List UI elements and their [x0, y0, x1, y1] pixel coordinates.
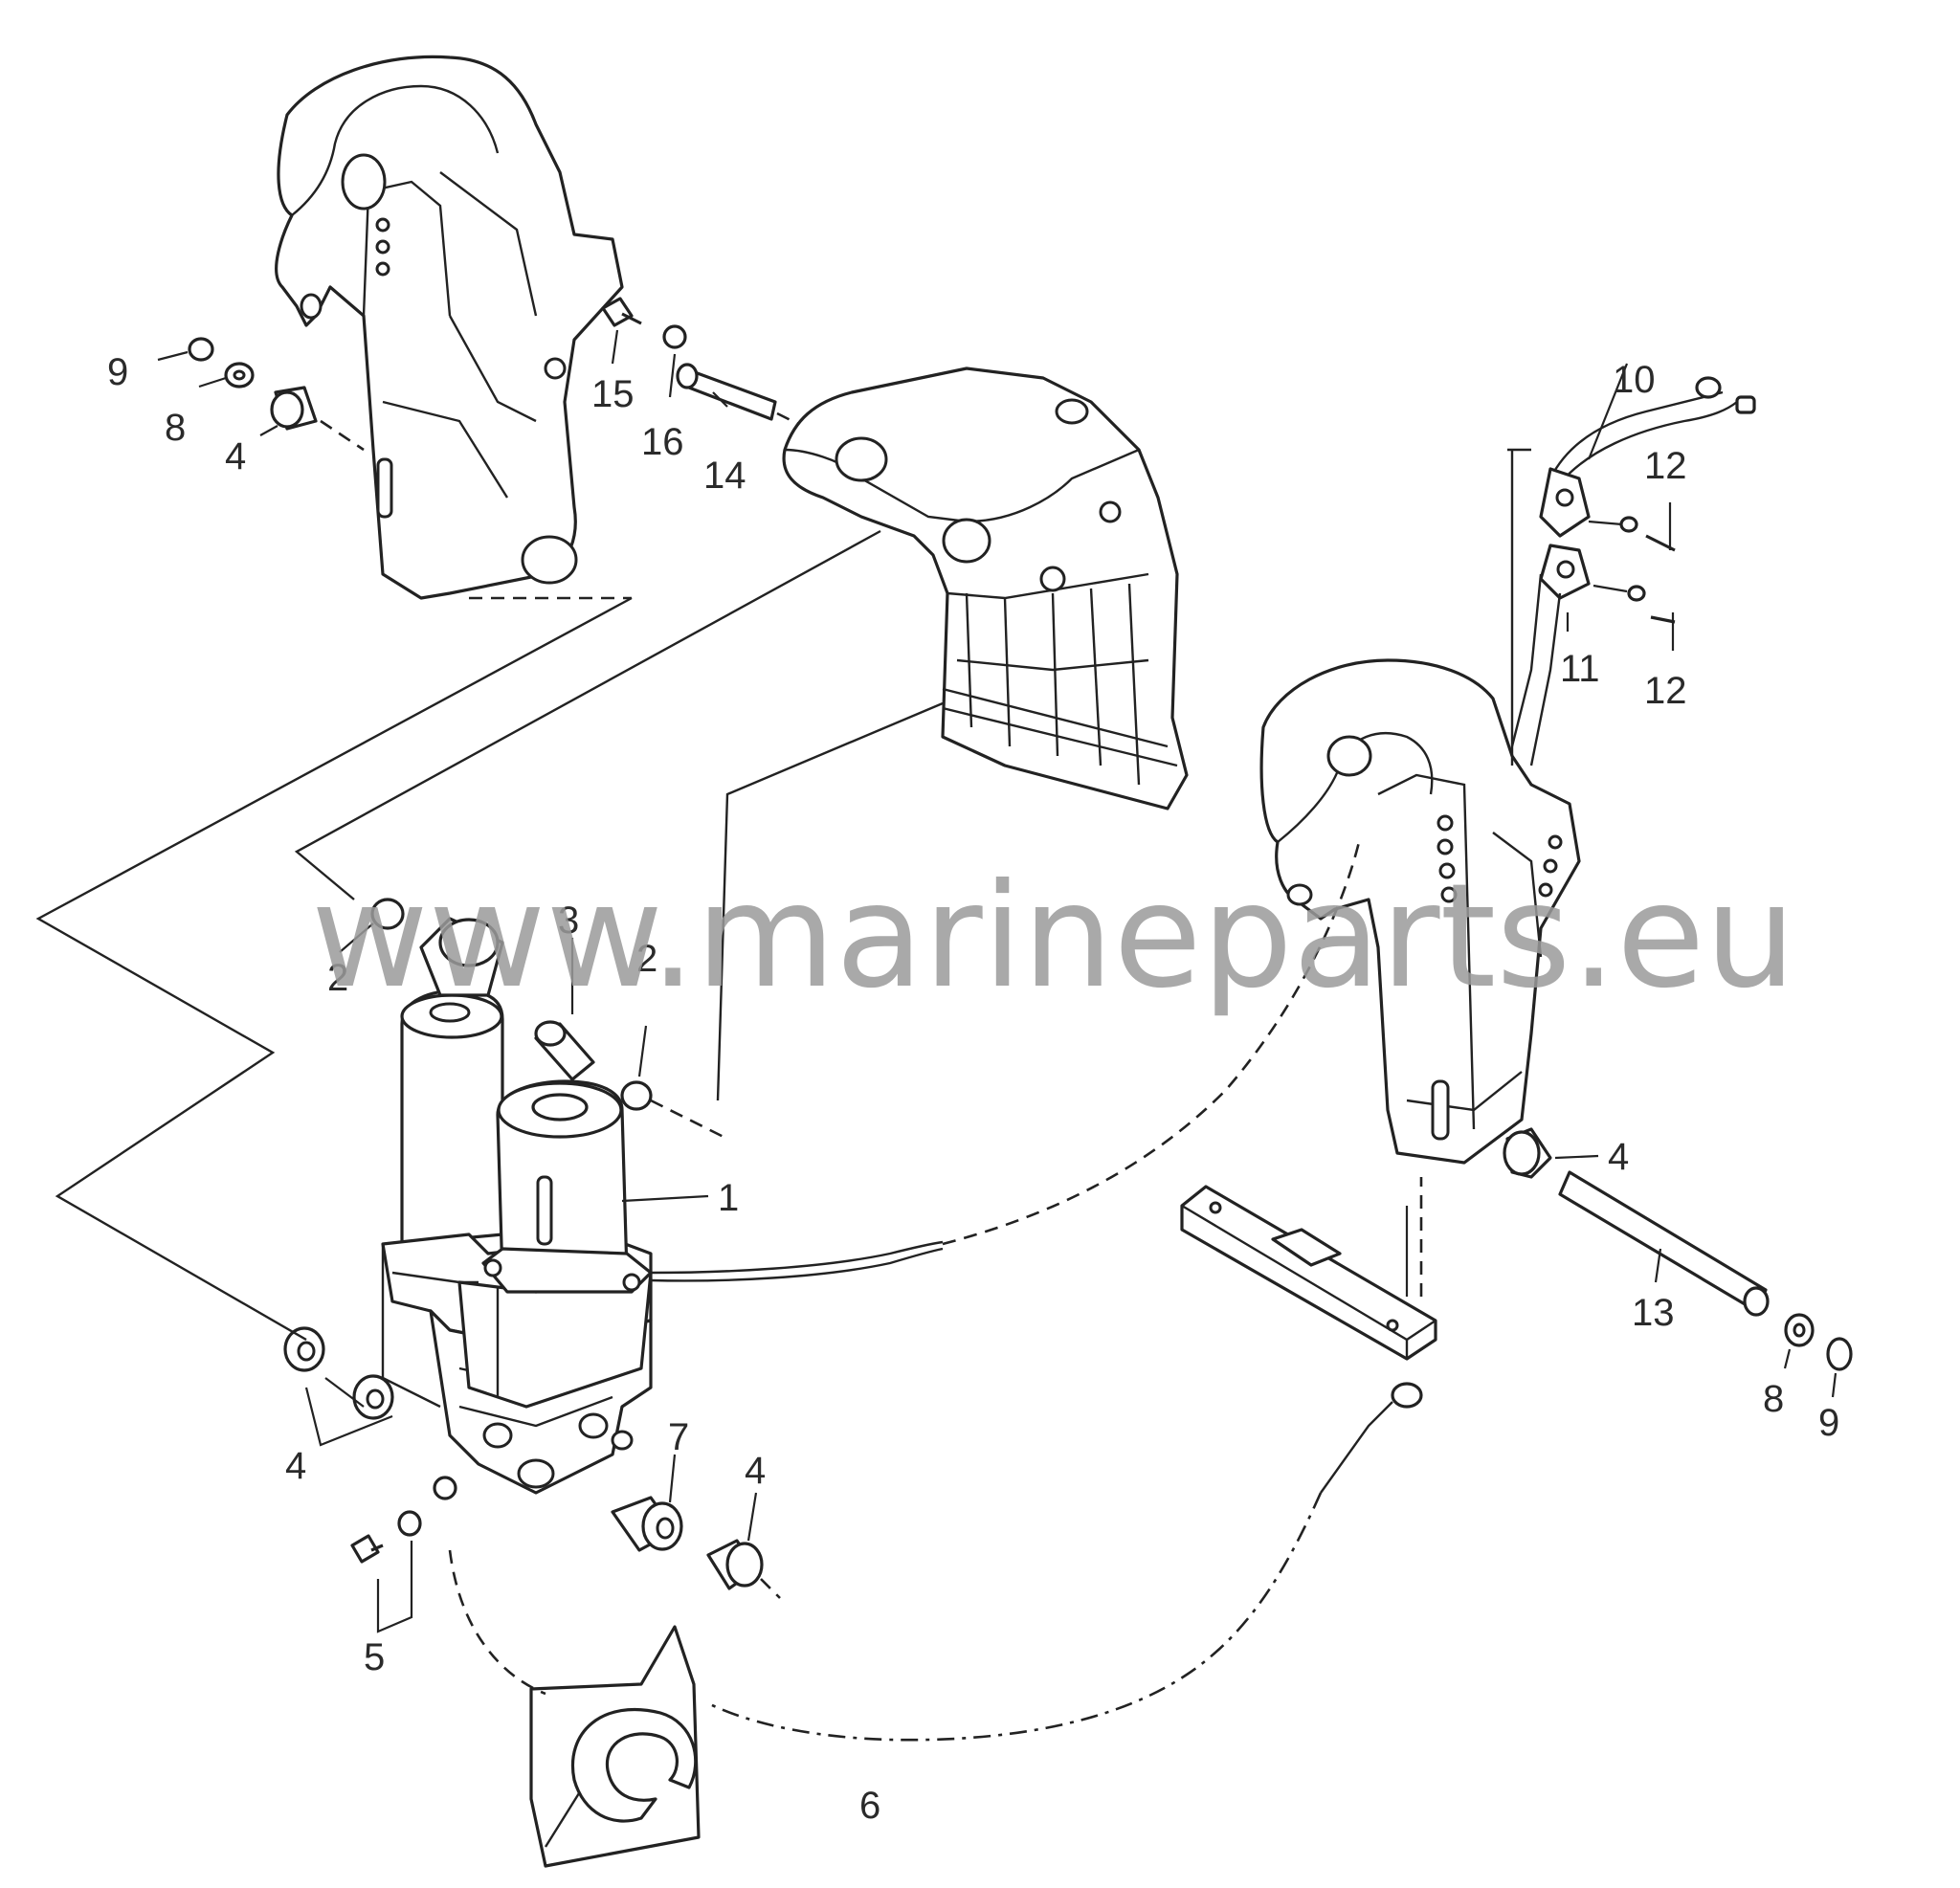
callout-10: 10 — [1613, 359, 1656, 401]
callout-labels: 9 8 4 15 16 14 10 12 11 12 3 2 2 1 4 13 … — [107, 351, 1839, 1827]
washer-stack-left — [157, 337, 365, 452]
callout-16: 16 — [641, 421, 684, 463]
callout-4: 4 — [1608, 1136, 1629, 1178]
inset-detail-box — [448, 1549, 701, 1868]
callout-3: 3 — [558, 900, 579, 942]
left-clamp-bracket — [275, 55, 624, 600]
power-trim-tilt-unit — [381, 841, 1361, 1495]
bushings-lower-left — [283, 1326, 394, 1447]
callout-12: 12 — [1644, 670, 1687, 712]
callout-4: 4 — [285, 1445, 306, 1487]
pivot-pin-and-nuts — [339, 898, 728, 1141]
anode-plate — [1180, 1185, 1437, 1361]
callout-5: 5 — [364, 1636, 385, 1678]
callout-8: 8 — [165, 407, 186, 449]
bolt-washer-lower — [350, 1476, 457, 1633]
callout-2: 2 — [327, 957, 348, 999]
callout-9: 9 — [107, 351, 128, 393]
bolt-washer-pin — [601, 297, 805, 429]
callout-11: 11 — [1560, 648, 1600, 690]
callout-9: 9 — [1818, 1402, 1839, 1444]
tilt-shaft-right — [1503, 1127, 1853, 1398]
callout-15: 15 — [591, 373, 635, 415]
assembly-leader-lines — [35, 529, 1423, 1342]
trim-sender-wiring — [1507, 363, 1756, 766]
callout-7: 7 — [668, 1416, 689, 1458]
callout-1: 1 — [718, 1177, 739, 1219]
callout-14: 14 — [703, 455, 746, 497]
callout-12: 12 — [1644, 445, 1687, 487]
right-clamp-bracket — [1259, 658, 1581, 1165]
watermark-text: www.marineparts.eu — [311, 854, 1796, 1020]
callout-13: 13 — [1632, 1292, 1675, 1334]
callout-8: 8 — [1763, 1378, 1784, 1420]
callout-2: 2 — [636, 938, 657, 980]
bushings-lower-center — [611, 1454, 781, 1599]
callout-6: 6 — [859, 1785, 880, 1827]
callout-4: 4 — [745, 1450, 766, 1492]
callout-4: 4 — [225, 435, 246, 478]
ground-strap — [707, 1382, 1423, 1742]
swivel-bracket — [782, 366, 1189, 811]
